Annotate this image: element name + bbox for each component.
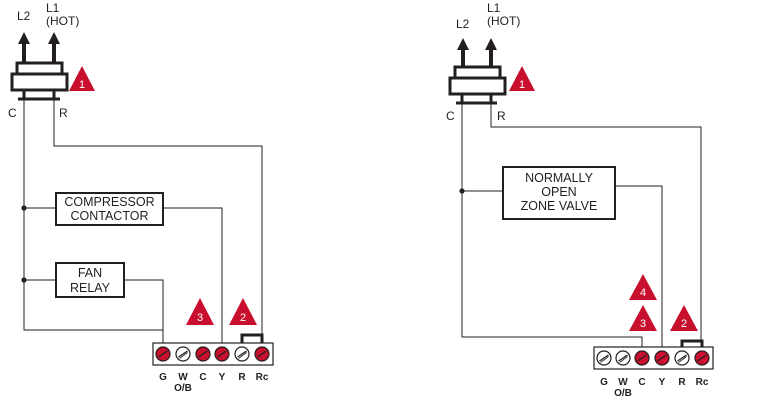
r-label: R (497, 109, 506, 123)
screw-terminal-icon (694, 350, 710, 366)
l2-arrow-icon (18, 32, 30, 63)
l2-label: L2 (17, 9, 31, 23)
svg-text:G: G (159, 372, 167, 383)
screw-terminal-icon (214, 346, 230, 362)
r-rc-jumper (240, 333, 264, 346)
warning-3-icon: 3 (186, 298, 214, 325)
l1-label: L1 (46, 1, 60, 15)
junction-dot (459, 188, 465, 194)
svg-text:Rc: Rc (696, 377, 709, 388)
screw-terminal-icon (634, 350, 650, 366)
svg-text:W: W (178, 372, 188, 383)
l2-arrow-icon (457, 38, 469, 67)
terminal-labels: G W C Y R Rc O/B (159, 372, 269, 394)
compressor-line-1: COMPRESSOR (64, 195, 154, 209)
svg-text:O/B: O/B (614, 388, 632, 399)
svg-text:2: 2 (240, 312, 246, 324)
svg-text:R: R (238, 372, 246, 383)
valve-line-3: ZONE VALVE (521, 199, 598, 213)
fan-relay-box: FAN RELAY (55, 262, 125, 298)
screw-terminal-icon (254, 346, 270, 362)
warning-2-icon: 2 (229, 298, 257, 325)
left-diagram: L2 L1 (HOT) C R 1 (8, 1, 274, 394)
zone-valve-box: NORMALLY OPEN ZONE VALVE (502, 166, 616, 220)
l1-arrow-icon (485, 38, 497, 67)
wires (461, 103, 702, 350)
fan-line-1: FAN (78, 266, 102, 280)
svg-text:3: 3 (197, 312, 203, 324)
terminal-strip (152, 342, 274, 366)
r-rc-jumper (680, 339, 704, 351)
screw-terminal-icon (234, 346, 250, 362)
screw-terminal-icon (654, 350, 670, 366)
svg-text:C: C (199, 372, 206, 383)
screw-terminal-icon (175, 346, 191, 362)
screw-terminal-icon (615, 350, 631, 366)
svg-text:2: 2 (681, 318, 687, 330)
screw-terminal-icon (155, 346, 171, 362)
hot-label: (HOT) (46, 14, 79, 28)
junction-dot (21, 277, 27, 283)
compressor-contactor-box: COMPRESSOR CONTACTOR (55, 192, 164, 226)
valve-line-2: OPEN (541, 185, 576, 199)
r-label: R (59, 106, 68, 120)
hot-label: (HOT) (487, 14, 520, 28)
warning-3-icon: 3 (629, 305, 657, 331)
svg-text:C: C (638, 377, 645, 388)
svg-text:Y: Y (219, 372, 226, 383)
warning-2-icon: 2 (670, 305, 698, 331)
warning-1-icon: 1 (69, 66, 95, 91)
valve-line-1: NORMALLY (525, 171, 594, 185)
l1-arrow-icon (48, 32, 60, 63)
wires (23, 99, 263, 346)
terminal-labels: G W C Y R Rc O/B (600, 377, 709, 399)
transformer-icon (448, 65, 507, 105)
l1-label: L1 (487, 1, 501, 15)
screw-terminal-icon (674, 350, 690, 366)
compressor-line-2: CONTACTOR (70, 209, 148, 223)
svg-text:R: R (678, 377, 686, 388)
l2-label: L2 (456, 17, 470, 31)
junction-dot (21, 205, 27, 211)
svg-text:3: 3 (640, 318, 646, 330)
terminal-strip (593, 346, 714, 370)
right-diagram: L2 L1 (HOT) C R 1 (446, 1, 714, 399)
warning-4-icon: 4 (629, 274, 657, 300)
warning-1-icon: 1 (509, 66, 535, 91)
svg-text:4: 4 (640, 287, 646, 299)
svg-text:1: 1 (519, 79, 525, 91)
screw-terminal-icon (195, 346, 211, 362)
c-label: C (8, 106, 17, 120)
svg-text:O/B: O/B (174, 383, 192, 394)
svg-text:G: G (600, 377, 608, 388)
svg-text:W: W (618, 377, 628, 388)
svg-text:Rc: Rc (256, 372, 269, 383)
fan-line-2: RELAY (70, 281, 111, 295)
svg-text:Y: Y (659, 377, 666, 388)
svg-text:1: 1 (79, 79, 85, 91)
screw-terminal-icon (596, 350, 612, 366)
c-label: C (446, 109, 455, 123)
transformer-icon (10, 61, 69, 101)
